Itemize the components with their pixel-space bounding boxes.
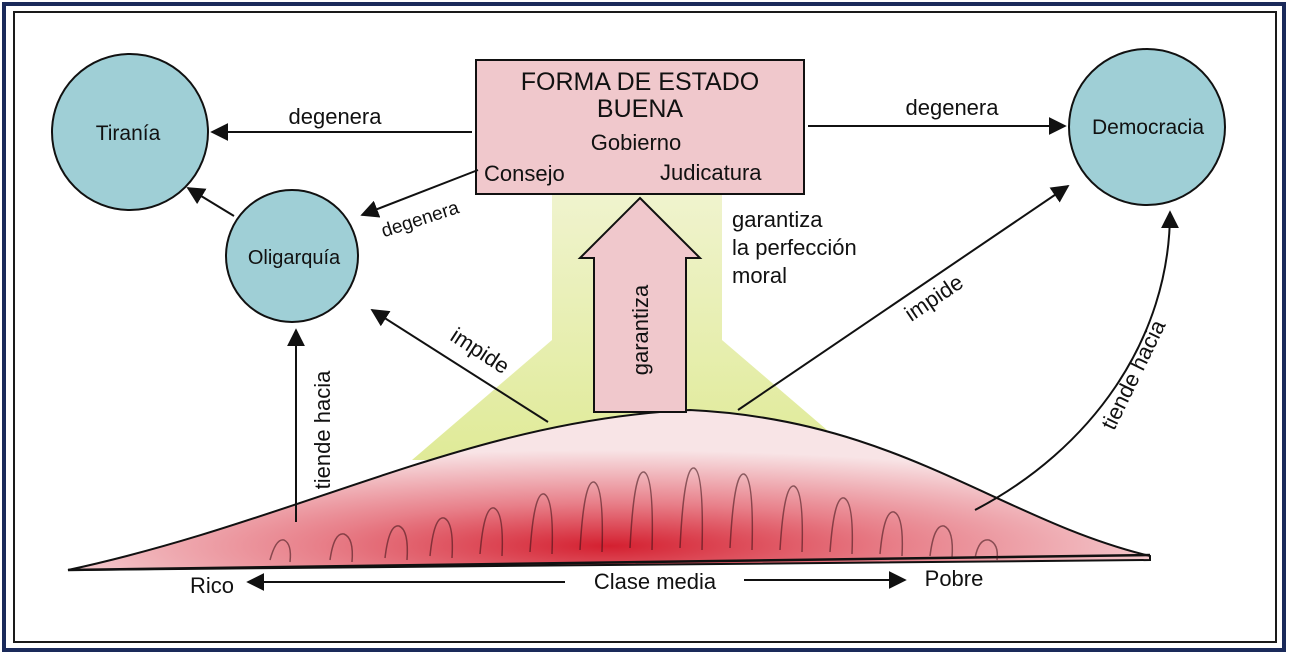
label-garantiza-moral-2: la perfección [732, 235, 857, 260]
garantiza-arrow [577, 196, 703, 413]
oligarquia-circle [225, 189, 359, 323]
box-judicatura: Judicatura [660, 160, 762, 185]
crowd-figures [269, 467, 999, 563]
label-degenera-left: degenera [289, 104, 383, 129]
box-gobierno: Gobierno [591, 130, 682, 155]
democracia-label: Democracia [1092, 116, 1204, 139]
oligarquia-label: Oligarquía [248, 247, 341, 269]
arrow-impide-right [737, 184, 1070, 411]
democracia-circle [1068, 48, 1226, 206]
mound-baseline [67, 553, 1151, 572]
population-mound [67, 408, 1151, 571]
box-title-line1: FORMA DE ESTADO [521, 68, 759, 96]
arrow-degenera-oligarquia [360, 169, 479, 218]
tirania-circle [51, 53, 209, 211]
arrow-tiende-right [974, 210, 1179, 511]
label-rico: Rico [190, 573, 234, 598]
forma-estado-box [475, 59, 805, 195]
box-title-line2: BUENA [597, 95, 683, 123]
label-garantiza-moral-3: moral [732, 263, 787, 288]
label-clase-media: Clase media [594, 569, 717, 594]
label-degenera-right: degenera [906, 95, 1000, 120]
label-garantiza-moral-1: garantiza [732, 207, 823, 232]
label-pobre: Pobre [925, 566, 984, 591]
label-tiende-left: tiende hacia [310, 370, 335, 489]
tirania-label: Tiranía [96, 122, 161, 145]
box-consejo: Consejo [484, 161, 565, 186]
label-garantiza: garantiza [628, 284, 653, 375]
arrow-oligarquia-tirania [186, 187, 235, 217]
arrow-impide-left [370, 309, 549, 423]
